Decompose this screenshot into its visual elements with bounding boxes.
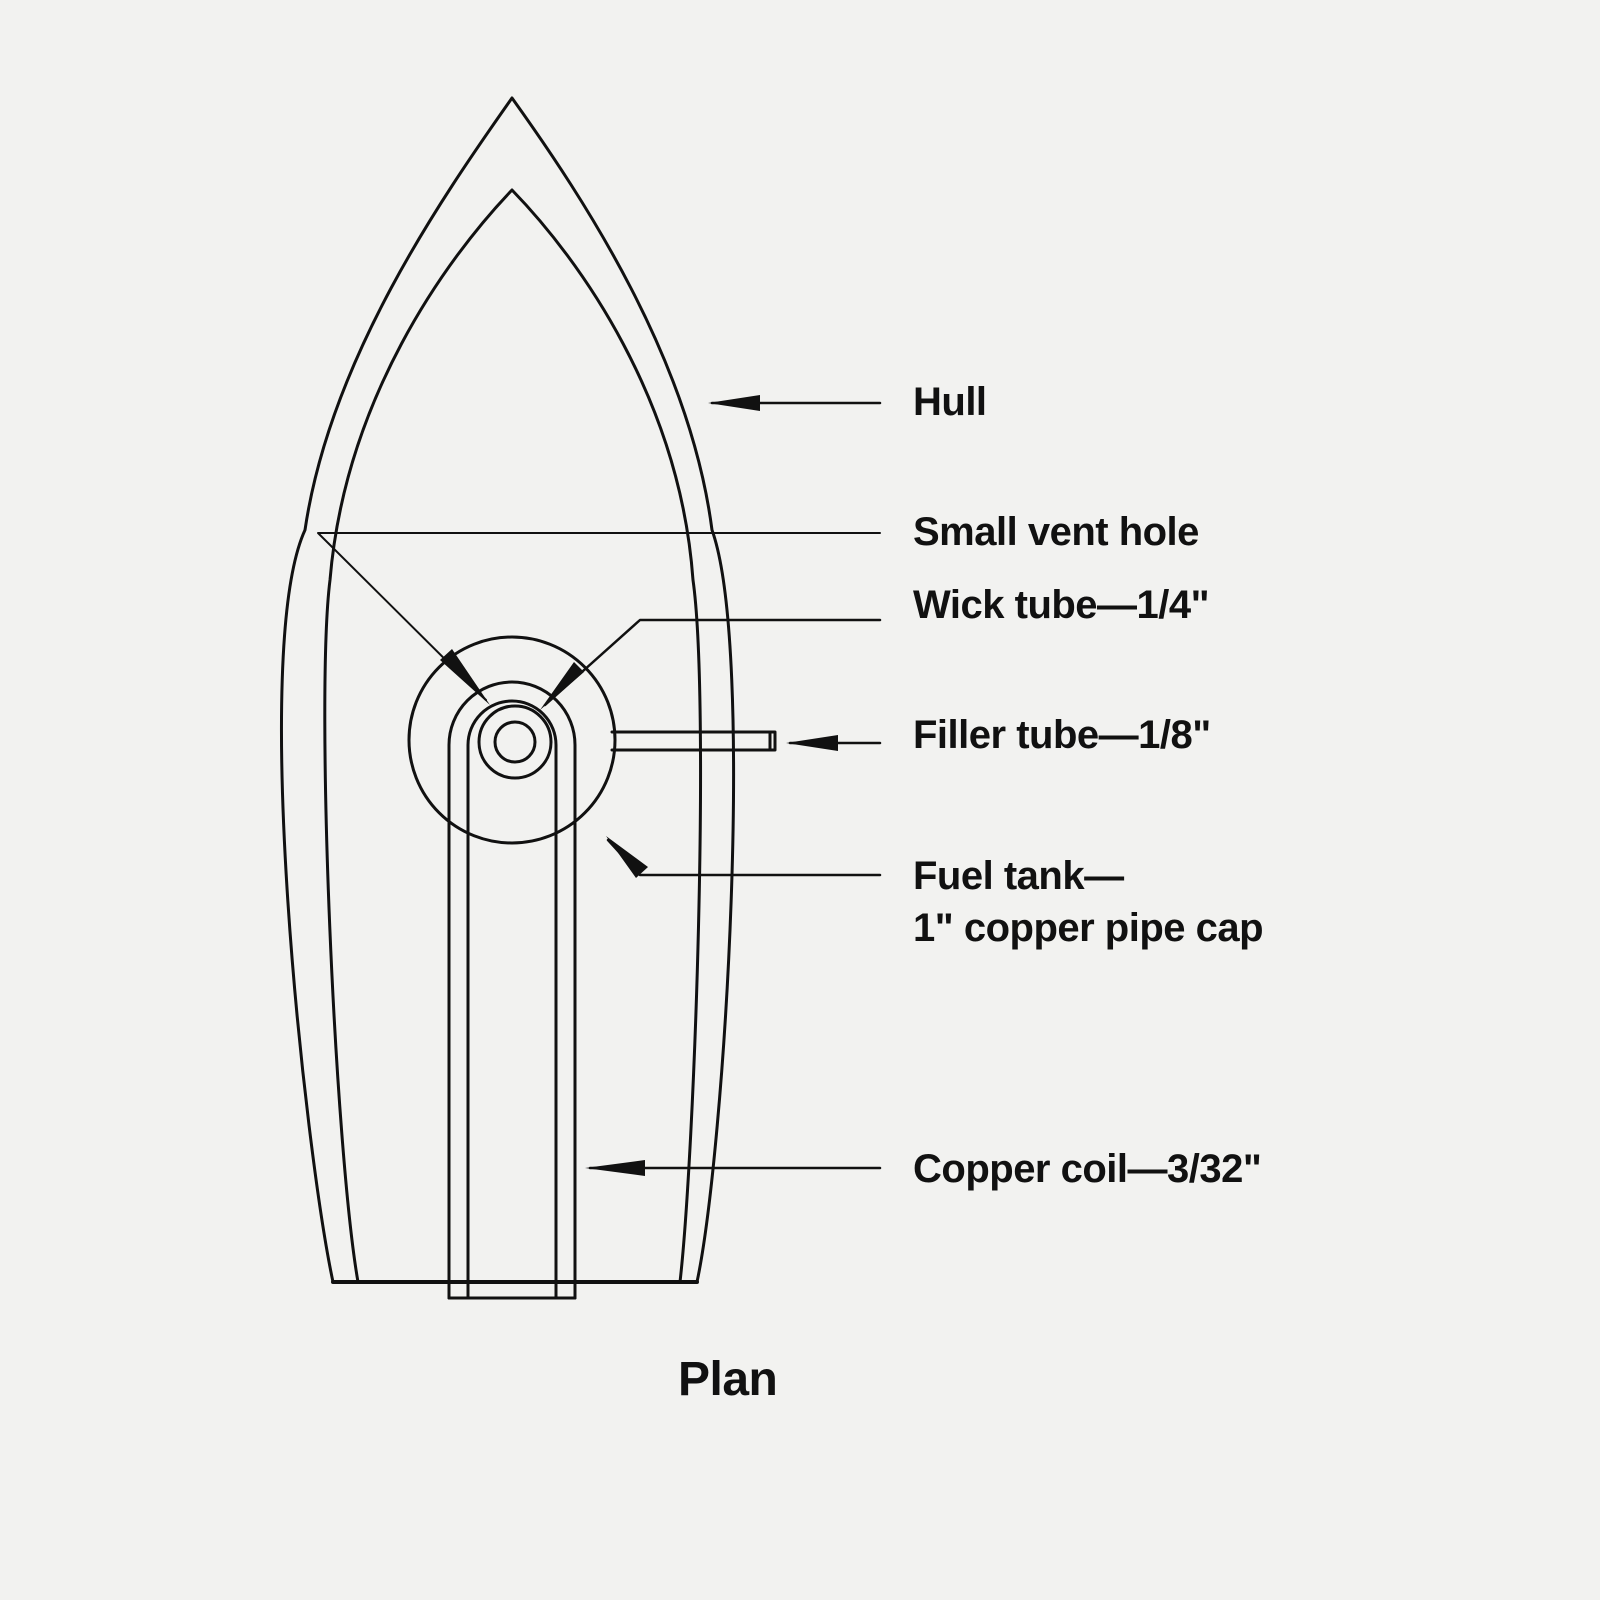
filler-tube (610, 730, 777, 752)
coil-arrowhead (585, 1160, 645, 1176)
wick-leader-line (543, 618, 882, 707)
vent-label: Small vent hole (913, 510, 1199, 554)
wick-label: Wick tube—1/4" (913, 583, 1210, 627)
fuel-arrowhead (606, 836, 648, 878)
filler-label: Filler tube—1/8" (913, 713, 1211, 757)
fuel-leader-line (606, 838, 882, 877)
vent-leader-line (317, 532, 881, 701)
hull-outer-outline (280, 96, 736, 1284)
diagram-caption: Plan (678, 1353, 778, 1406)
wick-arrowhead (540, 662, 584, 710)
hull-inner-outline (323, 188, 703, 1284)
filler-arrowhead (786, 735, 838, 751)
wick-tube-outer (477, 704, 553, 780)
copper-coil-outer (447, 680, 577, 1300)
vent-arrowhead (440, 649, 490, 705)
coil-label: Copper coil—3/32" (913, 1147, 1262, 1191)
fuel-label-line2: 1" copper pipe cap (913, 906, 1264, 950)
fuel-label-line1: Fuel tank— (913, 854, 1124, 898)
hull-arrowhead (708, 395, 760, 411)
wick-tube-inner (493, 720, 537, 764)
hull-label: Hull (913, 380, 987, 424)
fuel-tank (407, 635, 617, 845)
copper-coil-inner (466, 699, 558, 1300)
